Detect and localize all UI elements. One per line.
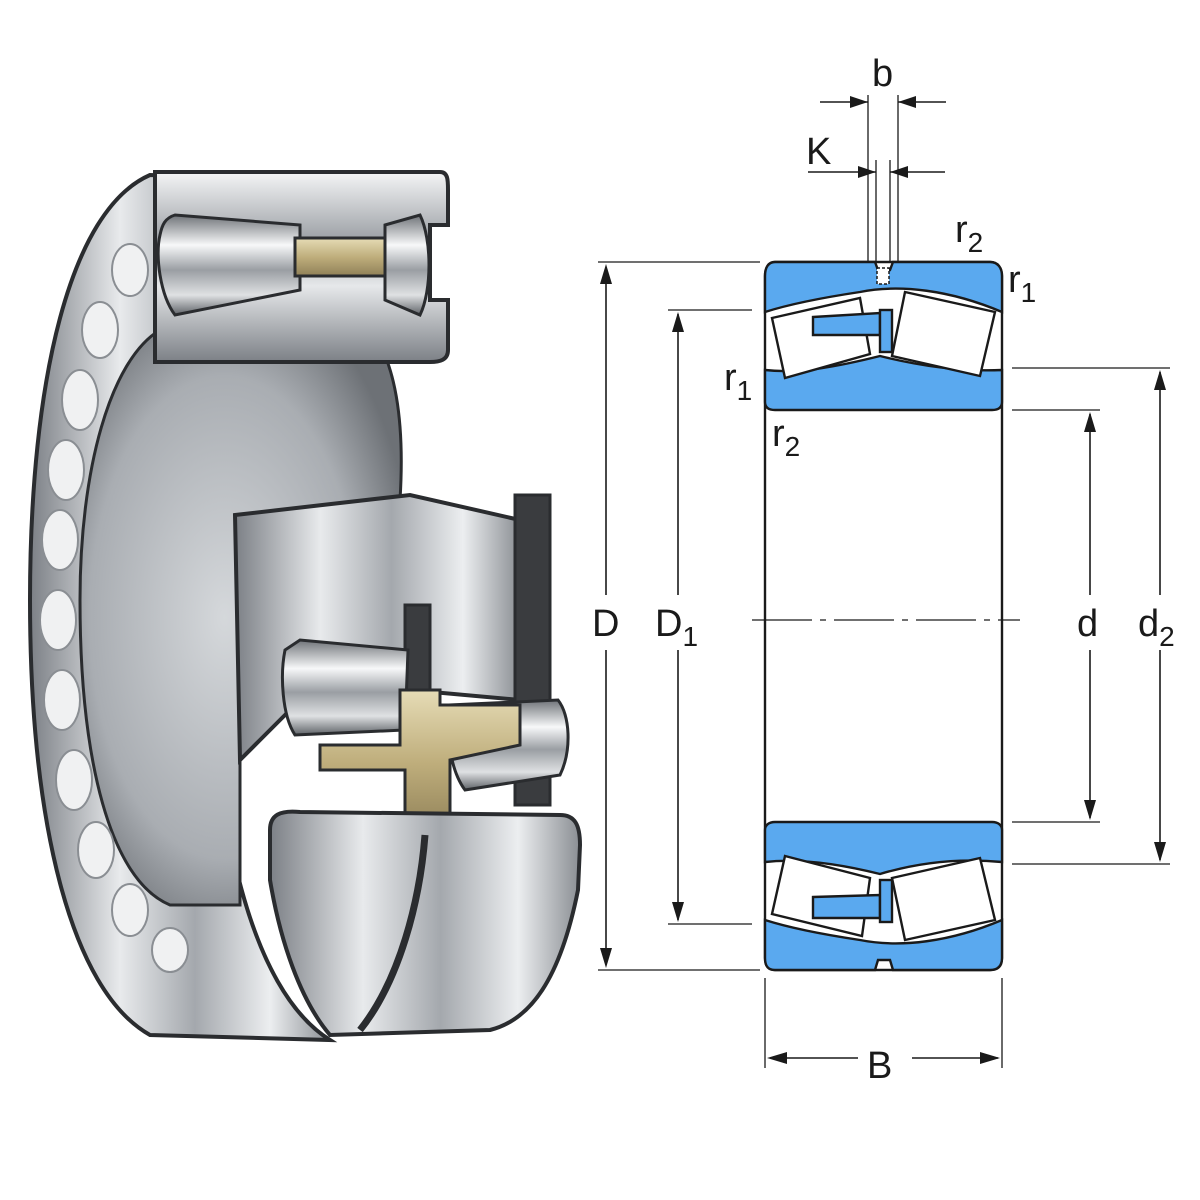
bottom-outer-ring <box>763 918 1004 972</box>
bottom-roller-right <box>890 856 997 942</box>
dim-b <box>820 95 946 262</box>
dim-d2 <box>1012 367 1170 865</box>
top-inner-ring <box>763 354 1004 412</box>
bottom-guide-ring <box>878 878 894 924</box>
label-r1-left: r1 <box>724 357 752 406</box>
label-b: b <box>872 53 893 95</box>
top-lube-hole <box>876 267 890 285</box>
top-roller-2 <box>383 213 431 317</box>
top-roller-right <box>890 290 997 378</box>
dim-D1 <box>668 309 752 925</box>
front-cage <box>318 688 522 837</box>
back-roller-row <box>39 243 189 973</box>
dim-K <box>808 160 945 262</box>
label-D: D <box>592 603 619 645</box>
technical-drawing: b K r2 r1 r1 r2 D D1 d d2 B <box>592 53 1175 1087</box>
label-r2-left: r2 <box>772 413 800 462</box>
top-section <box>763 260 1004 412</box>
label-r1-top: r1 <box>1008 259 1036 308</box>
bearing-illustration <box>27 170 583 1043</box>
top-cage-section <box>811 311 882 337</box>
top-guide-ring <box>878 308 894 354</box>
bore-surface <box>78 328 403 907</box>
bottom-section <box>763 820 1004 972</box>
label-d2: d2 <box>1138 603 1175 652</box>
label-r2-top: r2 <box>955 209 983 258</box>
front-roller-left <box>280 638 410 737</box>
top-roller <box>156 213 302 317</box>
dim-d <box>1012 409 1100 823</box>
label-B: B <box>867 1045 892 1087</box>
top-outer-ring <box>763 260 1004 314</box>
dim-D <box>598 261 760 971</box>
bottom-cage-section <box>811 893 882 920</box>
label-d: d <box>1077 603 1098 645</box>
top-cage <box>293 236 392 278</box>
dim-B <box>764 978 1003 1068</box>
label-K: K <box>806 131 831 173</box>
outer-ring-groove <box>357 834 429 1033</box>
bottom-inner-ring <box>763 820 1004 876</box>
outer-ring-bottom-section <box>268 809 583 1038</box>
label-D1: D1 <box>655 603 698 652</box>
